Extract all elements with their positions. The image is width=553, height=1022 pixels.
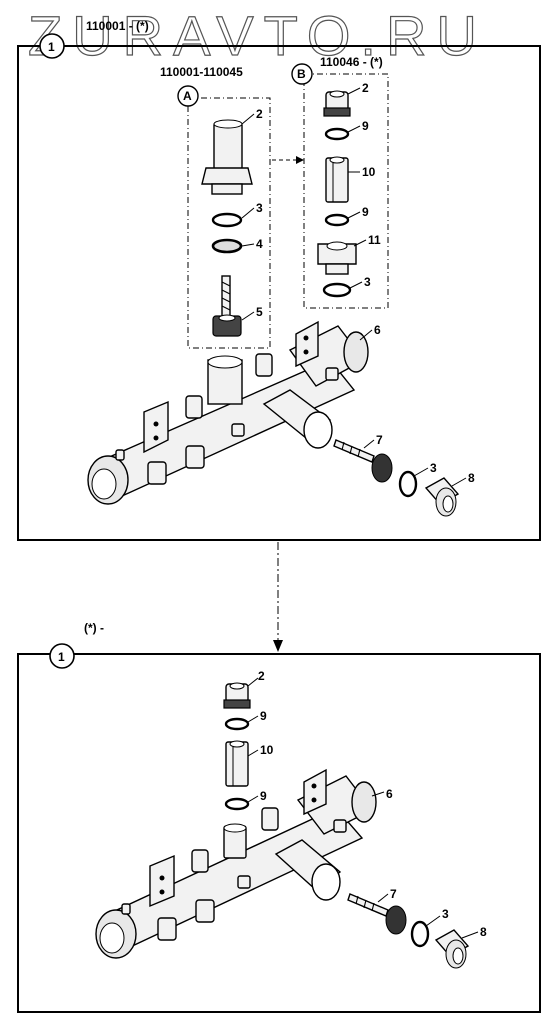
label-6-top: 6 [374, 323, 381, 337]
part-3-oring-bottom-right [410, 920, 430, 948]
part-5-check-valve [212, 275, 242, 337]
group-a-title: 110001-110045 [160, 65, 243, 79]
label-9-bottom-1: 9 [260, 709, 267, 723]
label-6-bottom: 6 [386, 787, 393, 801]
label-9-b2: 9 [362, 205, 369, 219]
part-2-valve-body [201, 119, 253, 195]
label-2-b: 2 [362, 81, 369, 95]
part-2-adapter-bottom [223, 682, 251, 709]
group-a-callout: A [177, 85, 199, 107]
label-9-bottom-2: 9 [260, 789, 267, 803]
part-2-adapter-b [323, 90, 351, 117]
label-3-top: 3 [430, 461, 437, 475]
part-11-hex-nut [317, 241, 357, 275]
label-7-bottom: 7 [390, 887, 397, 901]
label-2-a: 2 [256, 107, 263, 121]
label-9-b1: 9 [362, 119, 369, 133]
part-8-plug-top [424, 477, 460, 517]
bottom-leaders [247, 677, 479, 939]
bottom-assembly-callout: 1 [49, 643, 75, 669]
part-9-oring-b2 [324, 213, 350, 227]
part-3-oring-top-right [398, 470, 418, 498]
part-4-washer [211, 238, 243, 254]
top-panel-frame [17, 45, 541, 541]
bottom-manifold [95, 768, 377, 959]
label-3-b: 3 [364, 275, 371, 289]
top-manifold [87, 320, 369, 505]
watermark-text: ZURAVTO.RU [28, 4, 487, 67]
part-9-oring-b1 [324, 127, 350, 141]
part-7-relief-valve [333, 439, 393, 483]
label-3-a: 3 [256, 201, 263, 215]
label-4-a: 4 [256, 237, 263, 251]
part-3-oring-a [211, 212, 243, 228]
label-5-a: 5 [256, 305, 263, 319]
part-10-hex-spacer-bottom [225, 740, 249, 787]
label-2-bottom: 2 [258, 669, 265, 683]
bottom-panel-frame [17, 653, 541, 1013]
group-arrow [272, 156, 304, 164]
group-b-callout: B [291, 63, 313, 85]
bottom-panel-header: (*) - [84, 621, 104, 635]
svg-text:A: A [183, 89, 192, 103]
part-9-oring-bottom-1 [224, 717, 250, 731]
top-assembly-callout: 1 [39, 33, 65, 59]
label-11-b: 11 [368, 233, 381, 247]
group-b-title: 110046 - (*) [320, 55, 383, 69]
part-7-relief-valve-bottom [347, 893, 407, 935]
label-10-bottom: 10 [260, 743, 274, 757]
part-3-oring-b [322, 282, 352, 298]
part-8-plug-bottom [434, 929, 470, 969]
label-7-top: 7 [376, 433, 383, 447]
label-8-bottom: 8 [480, 925, 487, 939]
group-b-box [303, 73, 389, 309]
label-10-b: 10 [362, 165, 376, 179]
label-8-top: 8 [468, 471, 475, 485]
part-9-oring-bottom-2 [224, 797, 250, 811]
svg-text:1: 1 [58, 650, 65, 664]
svg-text:1: 1 [48, 40, 55, 54]
panel-connector-arrow [273, 542, 283, 652]
part-10-hex-spacer-b [325, 156, 349, 203]
group-a-box [187, 97, 271, 349]
label-3-bottom: 3 [442, 907, 449, 921]
top-leaders [241, 87, 467, 487]
svg-text:B: B [297, 67, 306, 81]
top-panel-header: 110001 - (*) [86, 19, 149, 33]
